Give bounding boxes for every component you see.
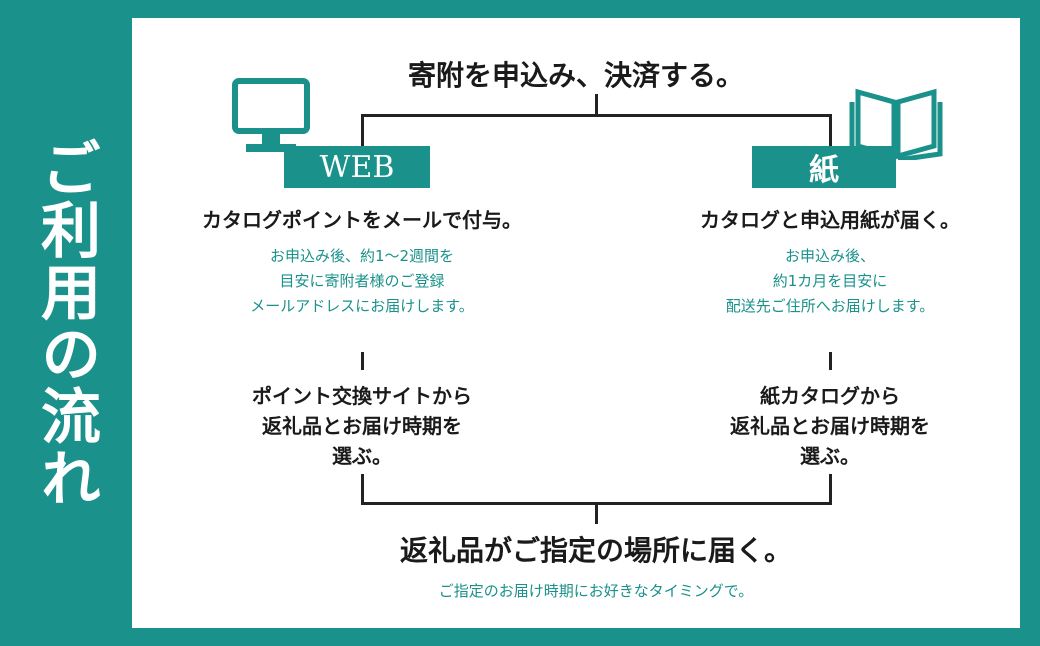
- side-title: ご利用の流れ: [0, 0, 132, 646]
- bottom-connector-left: [361, 474, 364, 504]
- top-connector-right: [829, 114, 832, 146]
- paper-step: 紙カタログから 返礼品とお届け時期を 選ぶ。: [630, 381, 1030, 471]
- web-note-line: メールアドレスにお届けします。: [250, 297, 474, 315]
- bottom-note: ご指定のお届け時期にお好きなタイミングで。: [438, 582, 754, 600]
- paper-step-line: 返礼品とお届け時期を: [730, 414, 930, 438]
- paper-note: お申込み後、 約1カ月を目安に 配送先ご住所へお届けします。: [640, 244, 1020, 319]
- web-step-connector: [361, 352, 364, 370]
- paper-label: 紙: [752, 146, 896, 188]
- web-heading: カタログポイントをメールで付与。: [202, 208, 522, 232]
- paper-note-line: 約1カ月を目安に: [772, 272, 888, 290]
- paper-note-line: お申込み後、: [784, 247, 875, 265]
- top-connector-vertical: [595, 94, 598, 116]
- paper-step-line: 選ぶ。: [800, 444, 860, 468]
- web-step-line: 返礼品とお届け時期を: [262, 414, 462, 438]
- paper-heading: カタログと申込用紙が届く。: [700, 208, 960, 232]
- web-step: ポイント交換サイトから 返礼品とお届け時期を 選ぶ。: [162, 381, 562, 471]
- top-heading: 寄附を申込み、決済する。: [407, 59, 744, 92]
- bottom-connector-vertical: [595, 502, 598, 524]
- web-note-line: お申込み後、約1〜2週間を: [269, 247, 455, 265]
- web-note-line: 目安に寄附者様のご登録: [279, 272, 445, 290]
- top-connector-horizontal: [361, 114, 832, 117]
- computer-monitor-icon: [232, 78, 310, 152]
- bottom-heading: 返礼品がご指定の場所に届く。: [399, 534, 792, 567]
- web-step-line: ポイント交換サイトから: [252, 384, 472, 408]
- paper-step-line: 紙カタログから: [760, 384, 900, 408]
- top-connector-left: [361, 114, 364, 146]
- paper-label-text: 紙: [809, 153, 839, 188]
- paper-note-line: 配送先ご住所へお届けします。: [725, 297, 935, 315]
- flow-panel: 寄附を申込み、決済する。 WEB 紙 カタログポイントをメールで付与。 お申込み…: [132, 18, 1020, 628]
- web-label-text: WEB: [319, 149, 395, 185]
- web-note: お申込み後、約1〜2週間を 目安に寄附者様のご登録 メールアドレスにお届けします…: [172, 244, 552, 319]
- web-label: WEB: [284, 146, 430, 188]
- paper-step-connector: [829, 352, 832, 370]
- bottom-connector-right: [829, 474, 832, 504]
- web-step-line: 選ぶ。: [332, 444, 392, 468]
- side-title-text: ご利用の流れ: [30, 137, 101, 509]
